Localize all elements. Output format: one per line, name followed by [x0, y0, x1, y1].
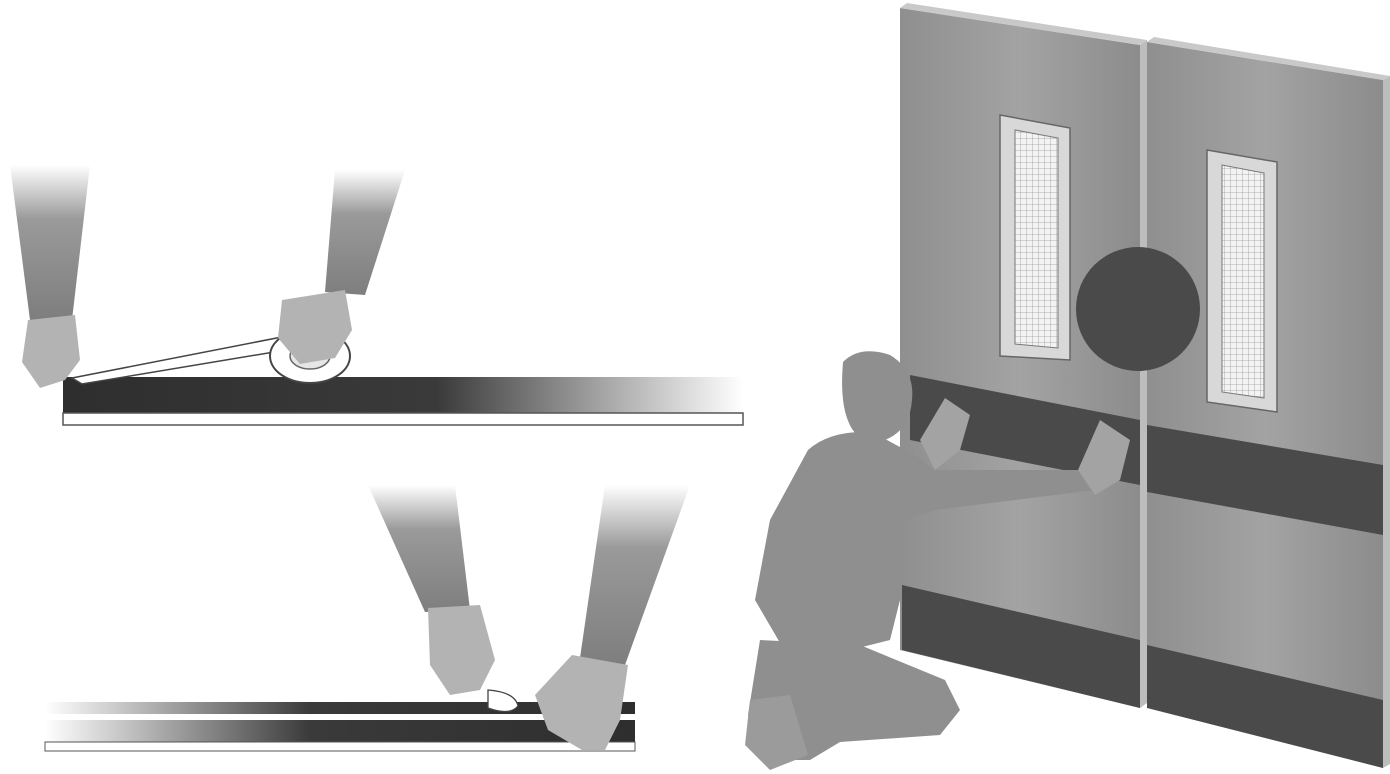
left-arm-peel	[368, 485, 518, 712]
right-arm-peel	[535, 485, 690, 750]
peeling-hand-icon	[428, 605, 495, 695]
left-door-wired-glass	[1015, 130, 1058, 348]
right-door-wired-glass	[1222, 165, 1264, 398]
strip-top	[63, 377, 743, 425]
panel-apply-tape	[10, 165, 743, 425]
right-door	[1147, 37, 1390, 768]
door-circle-panel	[1076, 247, 1200, 371]
panel-peel-backing	[45, 485, 690, 751]
left-arm	[10, 165, 90, 388]
tape-line	[72, 335, 298, 384]
panel-fit-kickplate	[745, 3, 1390, 770]
backing-curl	[488, 690, 518, 712]
right-arm	[270, 170, 405, 383]
